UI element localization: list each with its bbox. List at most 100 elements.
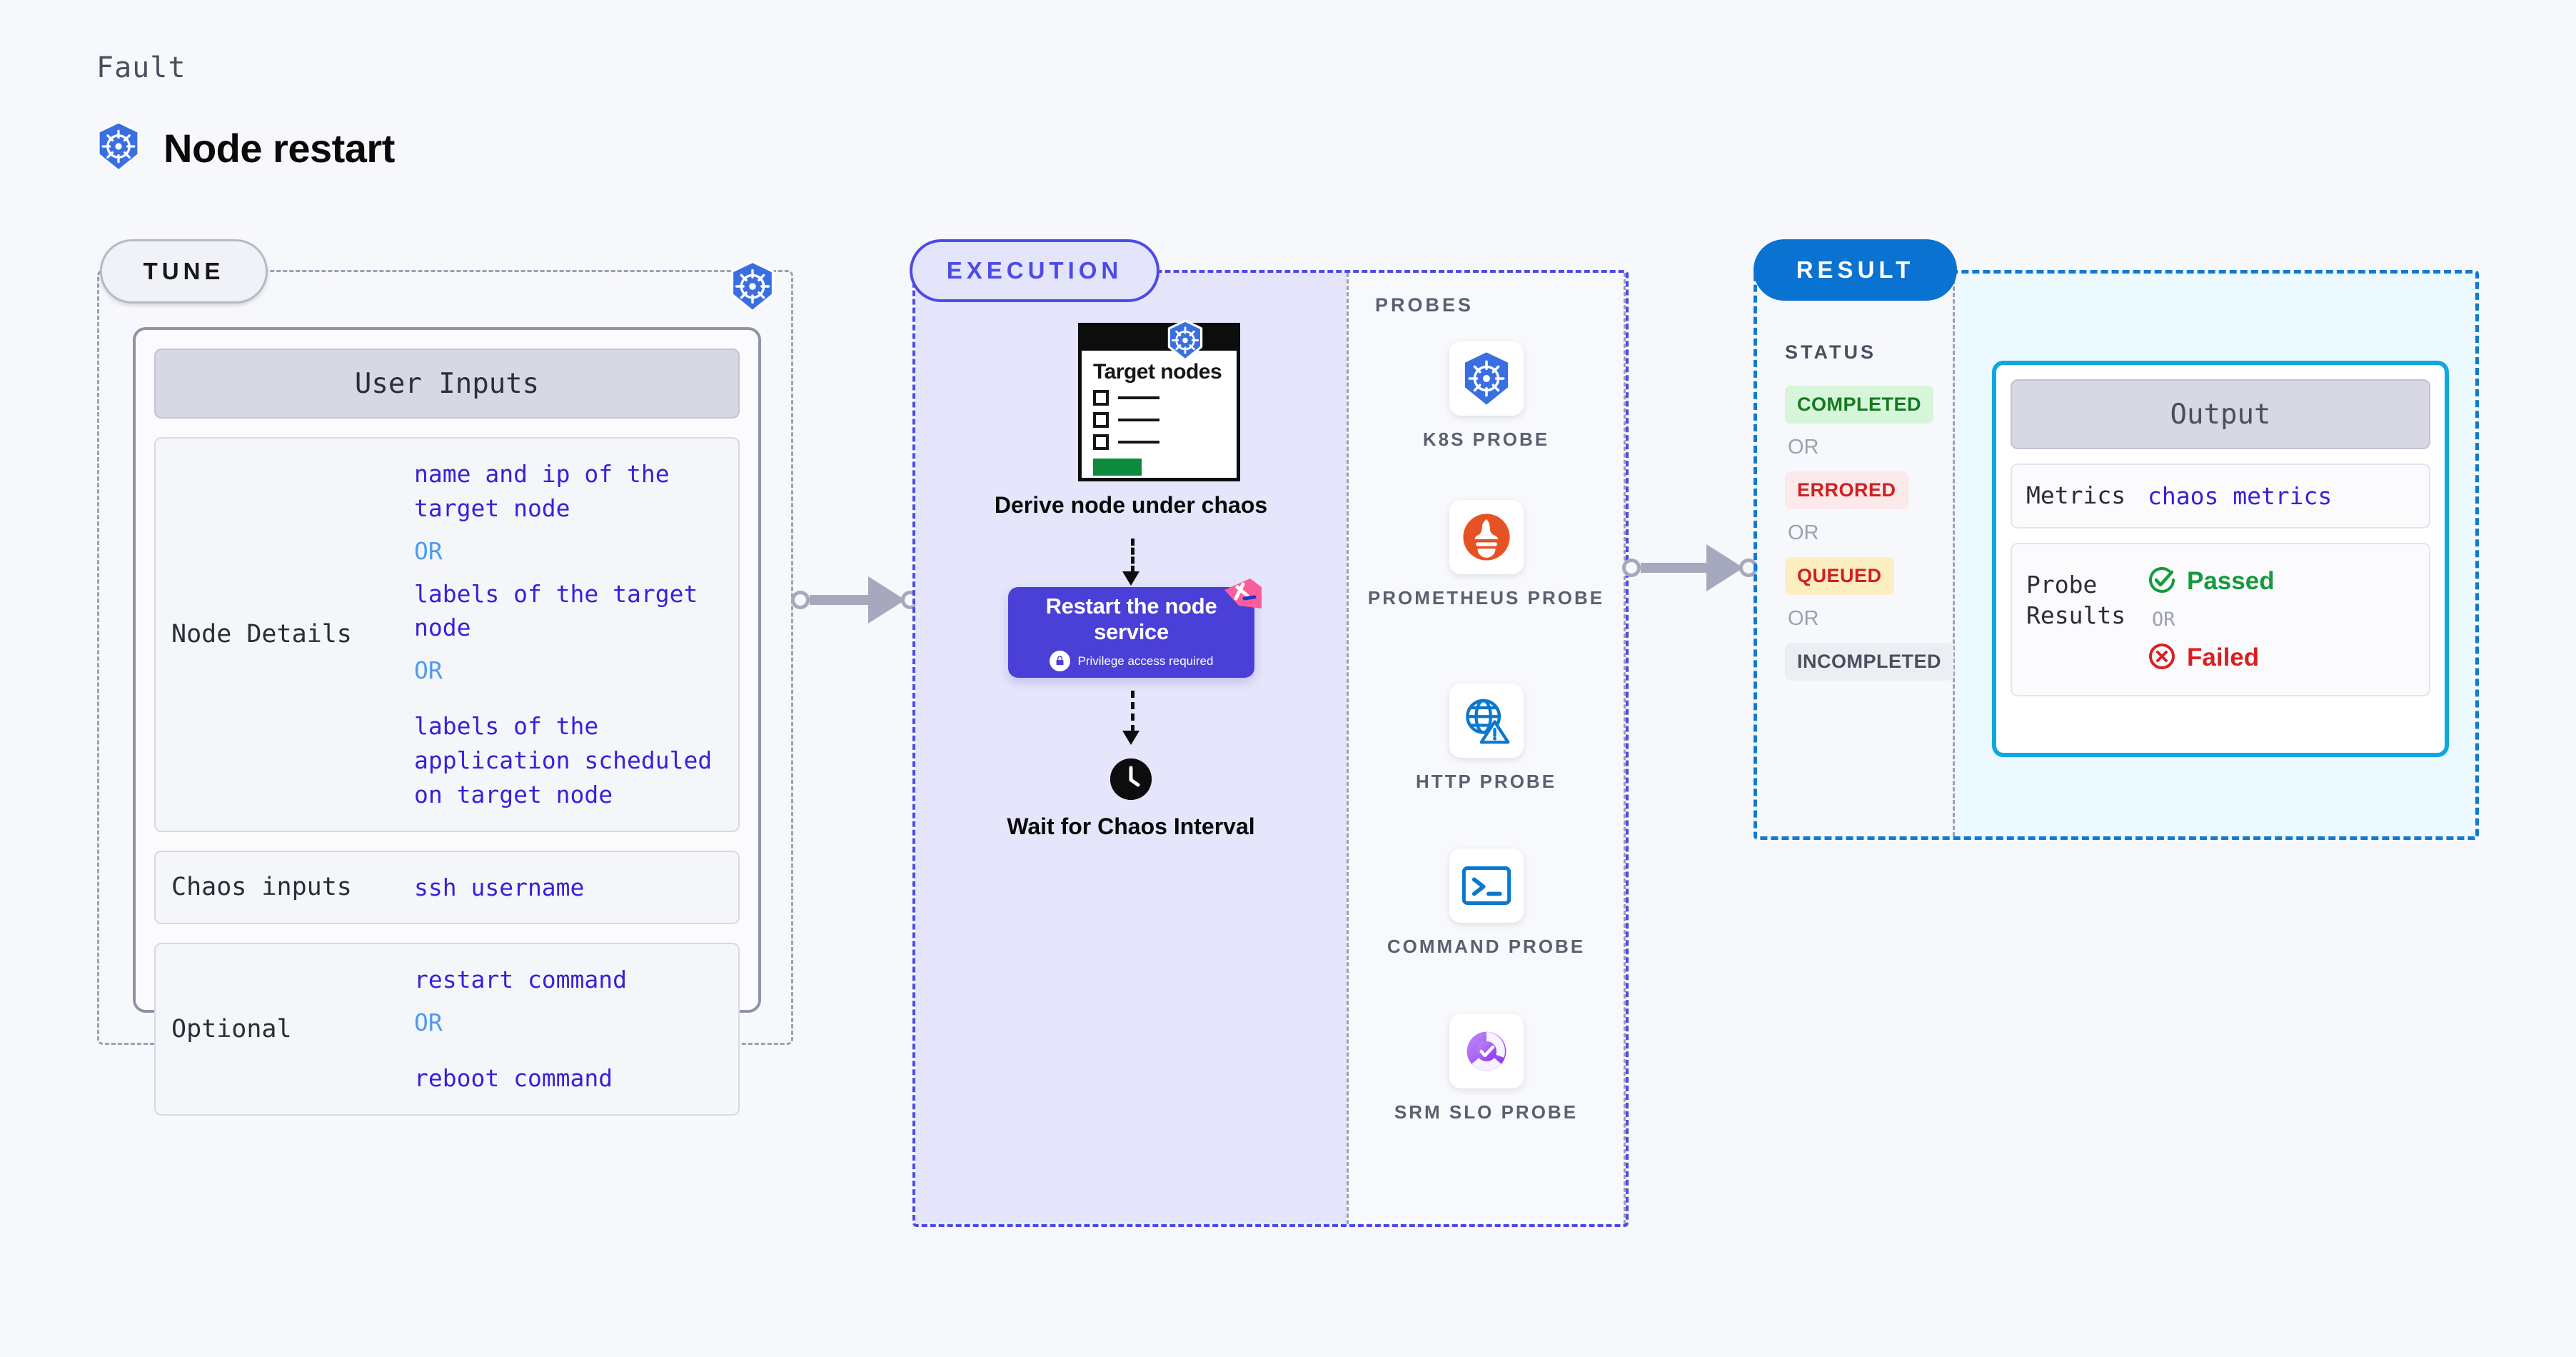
probe-result-values: Passed OR Failed xyxy=(2148,566,2419,674)
probe-item-http[interactable]: HTTP PROBE xyxy=(1347,683,1626,794)
line-placeholder xyxy=(1118,396,1159,399)
terminal-icon xyxy=(1449,848,1524,923)
failed-label: Failed xyxy=(2187,643,2260,671)
or-separator: OR xyxy=(1788,521,1819,544)
kubernetes-icon xyxy=(1449,341,1524,416)
or-separator: OR xyxy=(1788,607,1819,630)
prometheus-icon xyxy=(1449,500,1524,574)
connector-start-dot xyxy=(1622,559,1641,577)
spacer xyxy=(414,1048,731,1061)
execution-badge: EXECUTION xyxy=(910,239,1159,302)
card-titlebar xyxy=(1082,326,1237,351)
privilege-text: Privilege access required xyxy=(1077,654,1214,668)
spacer xyxy=(414,696,731,709)
row-value: reboot command xyxy=(414,1064,613,1093)
wait-interval-caption: Wait for Chaos Interval xyxy=(1007,813,1255,839)
arrow-right-icon xyxy=(868,576,905,624)
probe-label: HTTP PROBE xyxy=(1415,771,1557,792)
checkbox-row xyxy=(1093,411,1237,428)
output-row-probe-results: Probe Results Passed OR xyxy=(2011,542,2430,696)
connector-execution-to-result xyxy=(1622,544,1758,591)
checkbox-row xyxy=(1093,389,1237,406)
row-value: name and ip of the target node xyxy=(414,460,670,522)
input-row-node-details: Node Details name and ip of the target n… xyxy=(154,437,740,832)
derive-node-caption: Derive node under chaos xyxy=(994,492,1268,518)
execution-panel-frame xyxy=(912,270,1629,1227)
fault-label: Fault xyxy=(96,51,186,84)
output-card: Output Metrics chaos metrics Probe Resul… xyxy=(1992,361,2449,757)
probe-item-srm-slo[interactable]: SRM SLO PROBE xyxy=(1347,1014,1626,1125)
kubernetes-icon xyxy=(1166,319,1204,364)
row-value: chaos metrics xyxy=(2148,481,2333,510)
fault-title-row: Node restart xyxy=(95,121,395,175)
probe-label: COMMAND PROBE xyxy=(1387,936,1586,957)
row-value: restart command xyxy=(414,966,628,994)
row-values: name and ip of the target node OR labels… xyxy=(414,457,731,812)
checkbox-row xyxy=(1093,434,1237,450)
row-key: Node Details xyxy=(171,619,352,649)
result-divider xyxy=(1953,274,1955,836)
ribbon-icon xyxy=(1222,577,1263,616)
http-globe-warning-icon xyxy=(1449,683,1524,758)
card-body: Target nodes xyxy=(1082,351,1237,476)
result-panel-frame xyxy=(1754,270,2479,840)
privilege-note: Privilege access required xyxy=(1049,651,1214,672)
or-separator: OR xyxy=(2152,608,2175,631)
probe-label: K8S PROBE xyxy=(1422,429,1550,450)
probe-label: PROMETHEUS PROBE xyxy=(1367,587,1605,609)
target-nodes-card: Target nodes xyxy=(1078,323,1240,481)
row-key: Probe Results xyxy=(2026,570,2126,629)
user-inputs-card: User Inputs Node Details name and ip of … xyxy=(133,327,761,1116)
kubernetes-icon xyxy=(728,260,777,316)
tune-badge: TUNE xyxy=(100,239,268,304)
probe-result-passed: Passed xyxy=(2148,566,2419,597)
lock-icon xyxy=(1049,651,1070,672)
status-title: STATUS xyxy=(1785,341,1876,363)
status-badge-queued: QUEUED xyxy=(1785,557,1894,595)
checkbox-icon xyxy=(1093,434,1109,450)
connector-tune-to-execution xyxy=(791,576,920,624)
arrow-right-icon xyxy=(1706,544,1744,591)
flow-connector-1 xyxy=(1131,539,1134,573)
line-placeholder xyxy=(1118,440,1159,444)
progress-bar xyxy=(1093,458,1142,476)
status-badge-completed: COMPLETED xyxy=(1785,386,1934,424)
target-nodes-title: Target nodes xyxy=(1093,360,1222,384)
row-key: Optional xyxy=(171,1014,292,1043)
check-circle-icon xyxy=(2148,566,2176,597)
srm-slo-icon xyxy=(1449,1014,1524,1088)
execution-flow: Target nodes Derive node under chaos Res… xyxy=(915,273,1347,1224)
kubernetes-icon xyxy=(95,121,142,175)
connector-start-dot xyxy=(791,591,810,609)
clock-icon xyxy=(1110,758,1152,800)
status-badge-errored: ERRORED xyxy=(1785,471,1908,509)
input-row-optional: Optional restart command OR reboot comma… xyxy=(154,943,740,1116)
flow-connector-2 xyxy=(1131,691,1134,732)
row-values: ssh username xyxy=(414,871,731,905)
status-badge-incompleted: INCOMPLETED xyxy=(1785,643,1954,681)
connector-line xyxy=(1641,563,1708,573)
checkbox-icon xyxy=(1093,411,1109,428)
output-heading: Output xyxy=(2011,379,2430,449)
probe-item-prometheus[interactable]: PROMETHEUS PROBE xyxy=(1347,500,1626,611)
probe-result-failed: Failed xyxy=(2148,642,2419,674)
row-value: labels of the application scheduled on t… xyxy=(414,712,713,808)
or-separator: OR xyxy=(1788,436,1819,459)
restart-node-service-step: Restart the node service Privilege acces… xyxy=(1008,579,1262,678)
checkbox-icon xyxy=(1093,389,1109,406)
probe-item-command[interactable]: COMMAND PROBE xyxy=(1347,848,1626,959)
arrow-down-icon xyxy=(1122,571,1139,586)
connector-line xyxy=(810,595,870,605)
row-value: labels of the target node xyxy=(414,579,698,642)
status-list: COMPLETED OR ERRORED OR QUEUED OR INCOMP… xyxy=(1785,386,1954,681)
or-separator: OR xyxy=(414,656,443,685)
or-separator: OR xyxy=(414,1008,443,1037)
row-values: restart command OR reboot command xyxy=(414,963,731,1096)
or-separator: OR xyxy=(414,536,443,565)
restart-title: Restart the node service xyxy=(1045,593,1217,644)
passed-label: Passed xyxy=(2187,566,2275,595)
output-row-metrics: Metrics chaos metrics xyxy=(2011,464,2430,529)
probe-item-k8s[interactable]: K8S PROBE xyxy=(1347,341,1626,452)
probes-title: PROBES xyxy=(1375,294,1474,316)
